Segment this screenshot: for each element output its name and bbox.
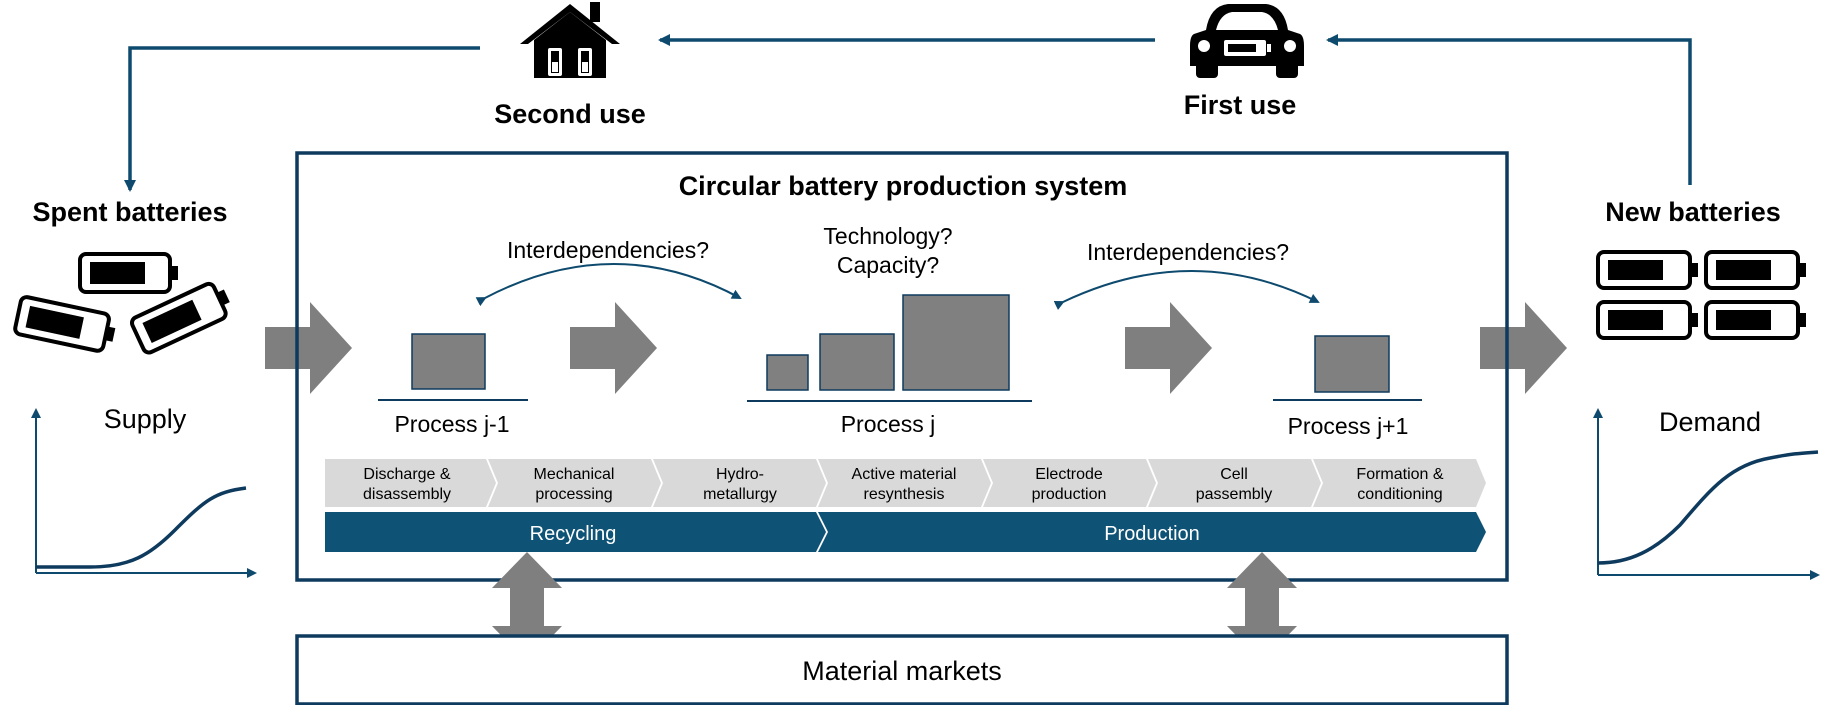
- process-prev-box: [411, 333, 486, 390]
- system-title: Circular battery production system: [679, 171, 1128, 201]
- supply-curve-chart: [31, 408, 257, 578]
- process-next-label: Process j+1: [1288, 413, 1409, 439]
- process-prev: Process j-1: [378, 333, 528, 437]
- step-1-line2: disassembly: [363, 486, 451, 503]
- step-1-line1: Discharge &: [363, 466, 450, 483]
- step-7-line1: Formation &: [1356, 466, 1443, 483]
- process-next: Process j+1: [1273, 335, 1422, 439]
- circular-production-system-box: [295, 151, 1509, 582]
- loop-arrows: [124, 34, 1692, 192]
- step-5-line2: production: [1032, 486, 1107, 503]
- step-2-line2: processing: [535, 486, 612, 503]
- step-6-line1: Cell: [1220, 466, 1248, 483]
- process-j-label: Process j: [841, 411, 936, 437]
- battery-icon: [78, 252, 178, 294]
- battery-icon: [1704, 300, 1806, 340]
- capacity-label: Capacity?: [837, 252, 939, 278]
- process-arrow-2: [1125, 302, 1212, 394]
- house-icon: [520, 2, 620, 78]
- spent-battery-icons: [13, 252, 230, 355]
- new-battery-icons: [1596, 250, 1806, 340]
- battery-icon: [1704, 250, 1806, 290]
- demand-to-first-use-arrow: [1326, 34, 1692, 185]
- process-prev-label: Process j-1: [394, 411, 509, 437]
- car-icon: [1190, 4, 1304, 78]
- technology-label: Technology?: [823, 223, 952, 249]
- battery-icon: [1596, 250, 1698, 290]
- step-2-line1: Mechanical: [534, 466, 615, 483]
- step-chevron: [1148, 459, 1321, 507]
- interdependencies-right-label: Interdependencies?: [1087, 239, 1289, 265]
- production-phase-bar: [818, 512, 1486, 552]
- demand-label: Demand: [1659, 407, 1761, 437]
- spent-batteries-label: Spent batteries: [32, 197, 227, 227]
- demand-curve-chart: [1593, 408, 1820, 580]
- second-use-to-spent-arrow: [124, 46, 480, 192]
- material-markets-box: [295, 634, 1509, 705]
- interdependencies-left-label: Interdependencies?: [507, 237, 709, 263]
- new-batteries-label: New batteries: [1605, 197, 1781, 227]
- recycling-label: Recycling: [530, 523, 617, 545]
- step-chevron: [488, 459, 661, 507]
- second-use-label: Second use: [494, 99, 646, 129]
- phase-bars: [325, 512, 1486, 552]
- step-chevron: [1313, 459, 1486, 507]
- process-j-box-medium: [819, 333, 895, 391]
- process-step-labels: Discharge & disassembly Mechanical proce…: [363, 466, 1444, 503]
- battery-icon: [1596, 300, 1698, 340]
- step-7-line2: conditioning: [1357, 486, 1442, 503]
- process-arrow-1: [570, 302, 657, 394]
- first-use-label: First use: [1184, 90, 1297, 120]
- step-chevron: [818, 459, 991, 507]
- battery-icon: [129, 281, 230, 355]
- demand-curve: [1597, 450, 1819, 565]
- supply-inflow-arrow: [265, 302, 352, 394]
- interdependency-arc-left: [475, 263, 742, 307]
- process-steps: [325, 459, 1486, 507]
- interdependency-arcs: [475, 263, 1320, 310]
- step-6-line2: passembly: [1196, 486, 1272, 503]
- production-label: Production: [1104, 523, 1200, 545]
- interdependency-arc-right: [1053, 270, 1320, 310]
- supply-curve: [36, 486, 247, 569]
- step-4-line2: resynthesis: [864, 486, 945, 503]
- supply-label: Supply: [104, 404, 187, 434]
- step-4-line1: Active material: [852, 466, 957, 483]
- demand-outflow-arrow: [1480, 302, 1567, 394]
- process-j: Process j: [747, 294, 1032, 437]
- step-3-line2: metallurgy: [703, 486, 777, 503]
- step-chevron: [983, 459, 1156, 507]
- step-chevron: [653, 459, 826, 507]
- recycling-phase-bar: [325, 512, 826, 552]
- battery-icon: [13, 295, 116, 353]
- process-j-box-small: [766, 354, 809, 391]
- flow-arrows: [265, 302, 1567, 394]
- process-next-box: [1314, 335, 1390, 393]
- step-chevron: [325, 459, 496, 507]
- process-j-box-large: [902, 294, 1010, 391]
- material-markets-label: Material markets: [802, 656, 1002, 686]
- step-3-line1: Hydro-: [716, 466, 764, 483]
- step-5-line1: Electrode: [1035, 466, 1103, 483]
